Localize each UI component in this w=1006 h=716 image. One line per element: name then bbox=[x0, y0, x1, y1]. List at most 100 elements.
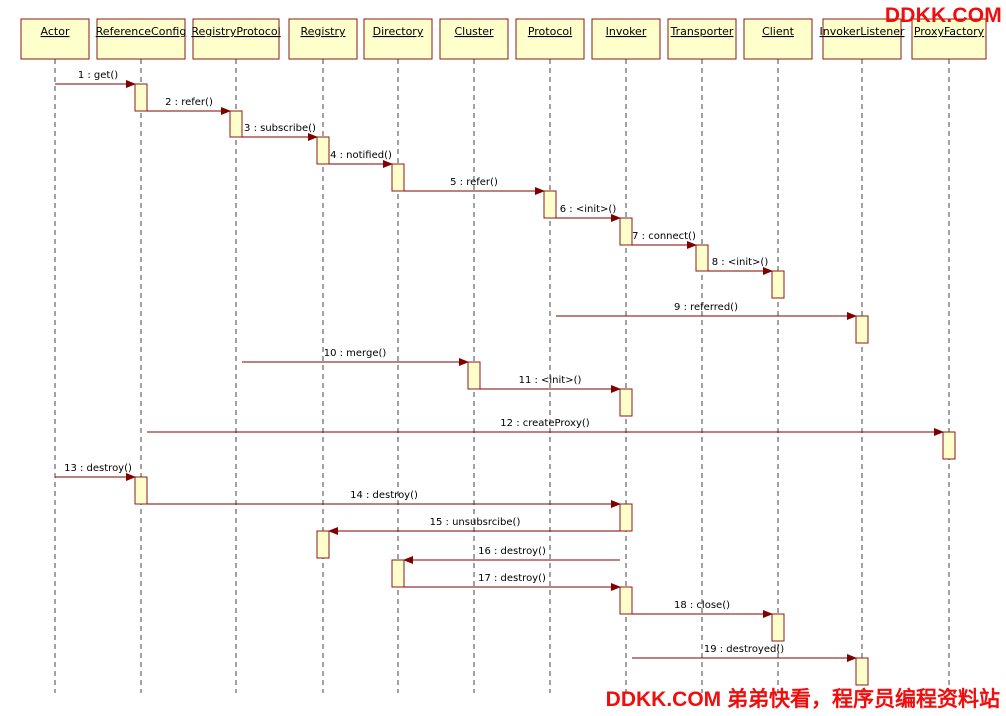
participant-directory: Directory bbox=[363, 18, 433, 60]
activation-bar bbox=[134, 83, 148, 112]
message-label: 19 : destroyed() bbox=[704, 644, 784, 655]
participant-box bbox=[515, 18, 585, 60]
message-label: 16 : destroy() bbox=[478, 546, 546, 557]
participant-label: RegistryProtocol bbox=[191, 25, 280, 38]
activation-bar bbox=[619, 217, 633, 246]
participant-box bbox=[20, 18, 90, 60]
lifelines bbox=[54, 59, 950, 693]
participant-box bbox=[822, 18, 902, 60]
watermark-bottom: DDKK.COM 弟弟快看，程序员编程资料站 bbox=[605, 688, 1000, 711]
activation-bar bbox=[134, 476, 148, 505]
message-3: 3 : subscribe() bbox=[242, 123, 318, 141]
participant-label: ReferenceConfig bbox=[96, 25, 187, 38]
message-15: 15 : unsubsrcibe() bbox=[328, 517, 620, 535]
participant-box bbox=[363, 18, 433, 60]
message-label: 3 : subscribe() bbox=[244, 123, 316, 134]
participant-label: Invoker bbox=[606, 25, 647, 38]
activation-bar bbox=[619, 503, 633, 532]
participant-label: Cluster bbox=[454, 25, 494, 38]
message-17: 17 : destroy() bbox=[404, 573, 621, 591]
message-label: 15 : unsubsrcibe() bbox=[430, 517, 521, 528]
activation-bar bbox=[855, 315, 869, 344]
message-4: 4 : notified() bbox=[329, 150, 393, 168]
participant-actor: Actor bbox=[20, 18, 90, 60]
message-label: 7 : connect() bbox=[632, 231, 696, 242]
message-label: 12 : createProxy() bbox=[500, 418, 589, 429]
participant-label: Client bbox=[762, 25, 795, 38]
participant-label: Directory bbox=[373, 25, 424, 38]
message-14: 14 : destroy() bbox=[147, 490, 621, 508]
messages: 1 : get() 2 : refer() 3 : subscribe() 4 : n… bbox=[55, 70, 944, 662]
message-18: 18 : close() bbox=[632, 600, 773, 618]
participant-proxyfactory: ProxyFactory bbox=[911, 18, 987, 60]
participant-box bbox=[911, 18, 987, 60]
activation-bar bbox=[771, 270, 785, 299]
message-19: 19 : destroyed() bbox=[632, 644, 857, 662]
participant-cluster: Cluster bbox=[439, 18, 509, 60]
message-10: 10 : merge() bbox=[242, 348, 469, 366]
activation-bar bbox=[695, 244, 709, 272]
participant-box bbox=[591, 18, 661, 60]
message-label: 11 : <init>() bbox=[519, 375, 582, 386]
message-label: 14 : destroy() bbox=[350, 490, 418, 501]
message-2: 2 : refer() bbox=[147, 97, 231, 115]
message-1: 1 : get() bbox=[55, 70, 136, 88]
message-16: 16 : destroy() bbox=[403, 546, 620, 564]
participant-label: Protocol bbox=[528, 25, 572, 38]
activation-bar bbox=[229, 110, 243, 138]
participant-label: InvokerListener bbox=[820, 25, 905, 38]
message-13: 13 : destroy() bbox=[55, 463, 136, 481]
activation-bar bbox=[391, 559, 405, 588]
participant-protocol: Protocol bbox=[515, 18, 585, 60]
participant-box bbox=[439, 18, 509, 60]
message-label: 1 : get() bbox=[78, 70, 118, 81]
participant-box bbox=[192, 18, 280, 60]
message-label: 18 : close() bbox=[674, 600, 730, 611]
activation-bar bbox=[942, 431, 956, 460]
message-label: 10 : merge() bbox=[324, 348, 387, 359]
message-label: 4 : notified() bbox=[330, 150, 392, 161]
message-label: 13 : destroy() bbox=[64, 463, 132, 474]
message-9: 9 : referred() bbox=[556, 302, 857, 320]
participant-label: Registry bbox=[300, 25, 346, 38]
participant-label: ProxyFactory bbox=[914, 25, 985, 38]
activation-bar bbox=[543, 190, 557, 219]
participant-registryprotocol: RegistryProtocol bbox=[191, 18, 281, 60]
message-11: 11 : <init>() bbox=[480, 375, 621, 393]
activation-bar bbox=[619, 586, 633, 615]
participant-registry: Registry bbox=[288, 18, 358, 60]
message-label: 9 : referred() bbox=[674, 302, 738, 313]
activation-bar bbox=[619, 388, 633, 417]
participant-box bbox=[743, 18, 813, 60]
activation-bar bbox=[316, 530, 330, 559]
participant-referenceconfig: ReferenceConfig bbox=[96, 18, 187, 60]
activation-bar bbox=[467, 361, 481, 390]
message-label: 8 : <init>() bbox=[712, 257, 769, 268]
participant-box bbox=[96, 18, 186, 60]
participant-client: Client bbox=[743, 18, 813, 60]
watermark-top: DDKK.COM bbox=[884, 4, 1002, 27]
activation-bars bbox=[134, 83, 956, 686]
participant-transporter: Transporter bbox=[667, 18, 737, 60]
message-12: 12 : createProxy() bbox=[147, 418, 944, 436]
message-8: 8 : <init>() bbox=[708, 257, 773, 275]
activation-bar bbox=[771, 613, 785, 642]
message-6: 6 : <init>() bbox=[556, 204, 621, 222]
activation-bar bbox=[391, 163, 405, 192]
participant-box bbox=[667, 18, 737, 60]
message-label: 5 : refer() bbox=[450, 177, 498, 188]
participant-invokerlistener: InvokerListener bbox=[820, 18, 905, 60]
participant-invoker: Invoker bbox=[591, 18, 661, 60]
message-5: 5 : refer() bbox=[404, 177, 545, 195]
message-label: 6 : <init>() bbox=[560, 204, 617, 215]
activation-bar bbox=[316, 136, 330, 165]
participant-box bbox=[288, 18, 358, 60]
activation-bar bbox=[855, 657, 869, 686]
message-label: 17 : destroy() bbox=[478, 573, 546, 584]
message-7: 7 : connect() bbox=[632, 231, 697, 249]
message-label: 2 : refer() bbox=[165, 97, 213, 108]
participant-label: Transporter bbox=[670, 25, 734, 38]
participant-label: Actor bbox=[41, 25, 70, 38]
